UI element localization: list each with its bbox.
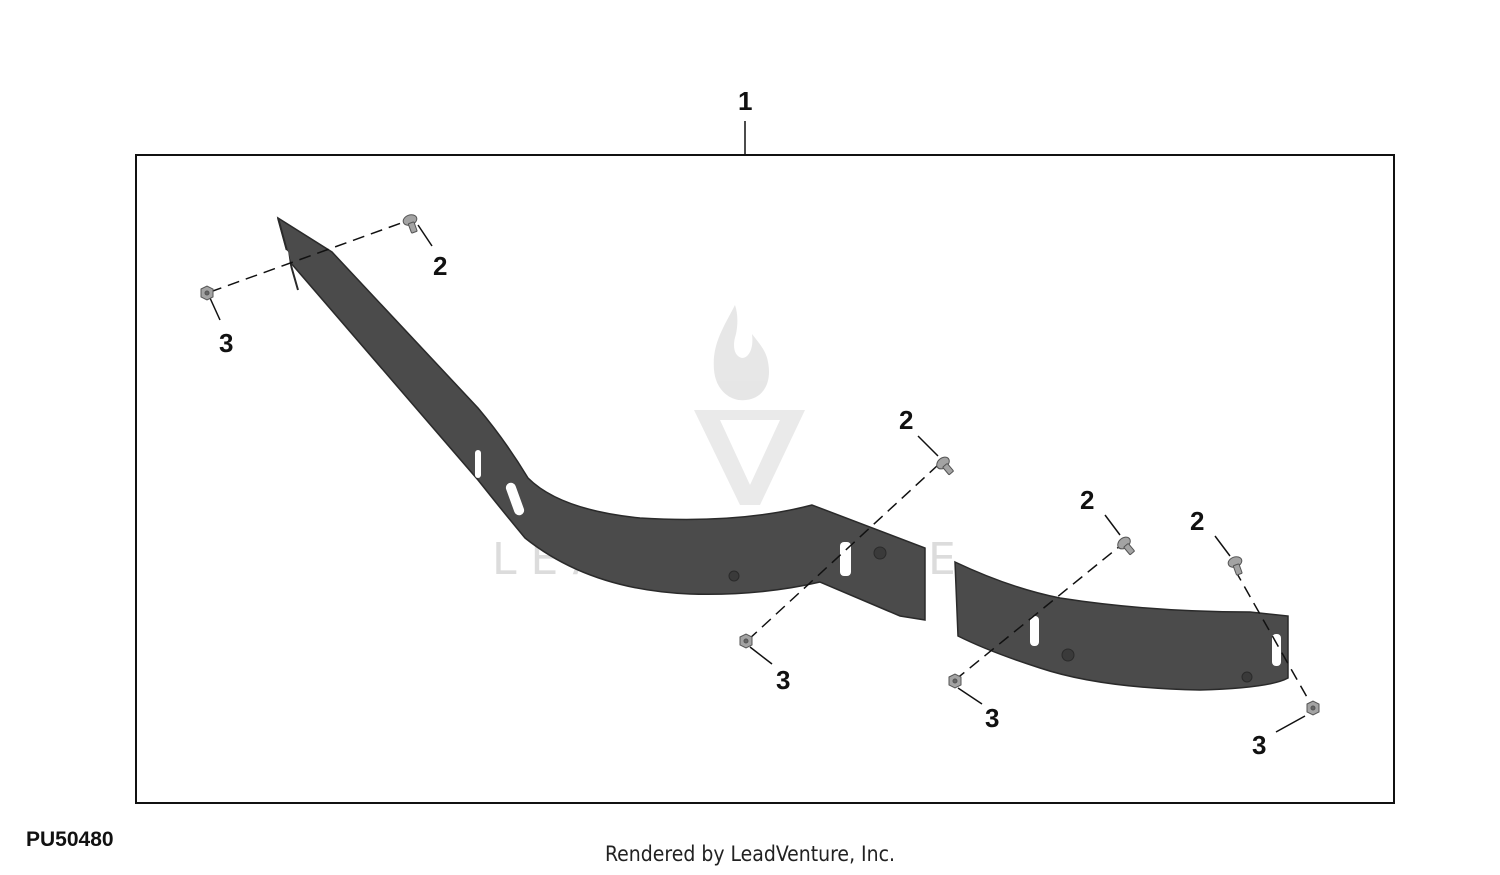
callout-2: 2 (433, 251, 447, 281)
callout-3: 3 (219, 328, 233, 358)
short-shield (954, 560, 1289, 691)
figure-id: PU50480 (26, 828, 114, 851)
callout-1: 1 (738, 86, 752, 116)
nut-icon (200, 285, 1320, 716)
callout-2: 2 (899, 405, 913, 435)
alignment-lines (209, 221, 1313, 707)
leadventure-logo-icon (694, 305, 805, 505)
callout-3: 3 (1252, 730, 1266, 760)
callout-3: 3 (776, 665, 790, 695)
assembly-frame (135, 154, 1395, 804)
callout-2: 2 (1190, 506, 1204, 536)
bolt-icon (402, 214, 1243, 576)
long-shield (276, 216, 926, 621)
render-credit: Rendered by LeadVenture, Inc. (605, 842, 895, 866)
callout-3: 3 (985, 703, 999, 733)
callout-2: 2 (1080, 485, 1094, 515)
leader-lines (209, 224, 1306, 733)
